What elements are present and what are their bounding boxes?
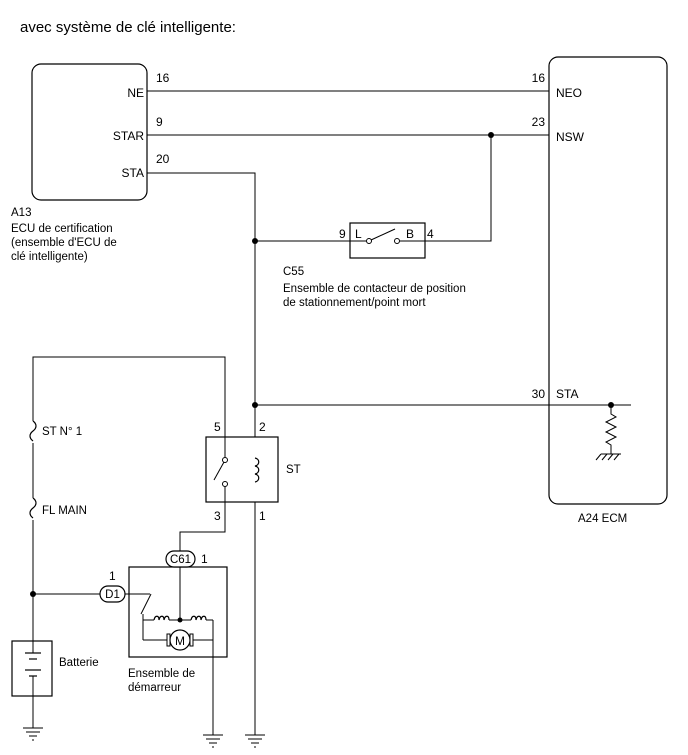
- switch-terminal-right: [394, 238, 400, 244]
- ecm-name: A24 ECM: [578, 513, 627, 525]
- fuse-fl-main-icon: [29, 497, 37, 520]
- fuse-st-no1-label: ST N° 1: [42, 426, 82, 438]
- st-relay-label: ST: [286, 464, 301, 476]
- st-relay-coil-icon: [250, 457, 260, 483]
- certification-ecu-name-line-2: (ensemble d'ECU de: [11, 237, 117, 249]
- switch-contact-l: L: [355, 227, 362, 241]
- relay-ground-icon: [245, 734, 265, 748]
- connector-c61-label: C61: [170, 554, 191, 566]
- switch-pin-left: 9: [339, 227, 346, 241]
- certification-ecu-name-line-3: clé intelligente): [11, 251, 88, 263]
- st-relay-box: [205, 436, 279, 503]
- battery-icon: [25, 641, 41, 728]
- certification-ecu-name-line-1: ECU de certification: [11, 223, 113, 235]
- st-relay-pin-5: 5: [214, 420, 221, 434]
- battery-box: [11, 640, 53, 697]
- ecm-sta-resistor: [604, 405, 618, 454]
- starter-motor-symbol: M: [175, 634, 185, 648]
- certification-ecu-box: [31, 63, 148, 201]
- starter-name-line-1: Ensemble de: [128, 668, 195, 680]
- ecu-pin-number-sta: 20: [156, 152, 170, 166]
- switch-pin-right: 4: [427, 227, 434, 241]
- park-neutral-switch-name-line-1: Ensemble de contacteur de position: [283, 283, 466, 295]
- st-relay-switch-icon: [213, 437, 228, 502]
- starter-coil-right-icon: [180, 615, 214, 735]
- switch-contact-b: B: [406, 227, 414, 241]
- diagram-title: avec système de clé intelligente:: [20, 19, 236, 36]
- fuse-fl-main-label: FL MAIN: [42, 505, 87, 517]
- connector-d1-pin: 1: [109, 569, 116, 583]
- switch-blade: [370, 228, 396, 241]
- certification-ecu-code: A13: [11, 207, 31, 219]
- ecm-pin-number-sta: 30: [532, 387, 546, 401]
- fuse-st-no1-icon: [29, 420, 37, 443]
- wire-sta-down: [147, 172, 256, 735]
- connector-d1-label: D1: [105, 589, 120, 601]
- starter-solenoid-switch-icon: [140, 593, 152, 640]
- ecm-pin-label-neo: NEO: [556, 86, 582, 100]
- starter-coil-left-icon: [143, 615, 180, 621]
- wire-nsw-to-switch: [425, 135, 492, 242]
- battery-label: Batterie: [59, 657, 99, 669]
- ecm-ground-icon: [595, 453, 621, 461]
- ecu-pin-label-sta: STA: [122, 166, 144, 180]
- ecu-pin-number-ne: 16: [156, 71, 170, 85]
- starter-name-line-2: démarreur: [128, 682, 181, 694]
- st-relay-pin-3: 3: [214, 509, 221, 523]
- ecm-pin-label-nsw: NSW: [556, 130, 585, 144]
- ecu-pin-label-star: STAR: [113, 129, 144, 143]
- park-neutral-switch-code: C55: [283, 266, 304, 278]
- ecu-pin-label-ne: NE: [127, 86, 144, 100]
- ecm-box: [548, 56, 668, 505]
- battery-ground-icon: [23, 727, 43, 741]
- connector-c61-pin: 1: [201, 552, 208, 566]
- ecm-pin-label-sta: STA: [556, 387, 578, 401]
- st-relay-pin-2: 2: [259, 420, 266, 434]
- ecu-pin-number-star: 9: [156, 115, 163, 129]
- switch-terminal-left: [366, 238, 372, 244]
- ecm-pin-number-nsw: 23: [532, 115, 546, 129]
- starter-motor-icon: [143, 629, 213, 651]
- park-neutral-switch-name-line-2: de stationnement/point mort: [283, 297, 426, 309]
- st-relay-pin-1: 1: [259, 509, 266, 523]
- ecm-pin-number-neo: 16: [532, 71, 546, 85]
- wire-relay-to-c61: [179, 502, 226, 551]
- starter-ground-icon: [203, 734, 223, 748]
